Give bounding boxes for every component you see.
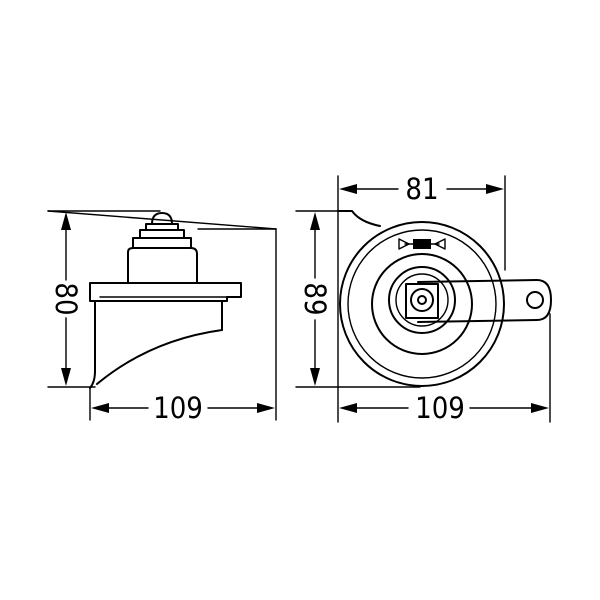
front-height-label: 89 (298, 282, 332, 315)
front-diameter-label: 81 (405, 172, 438, 206)
connector-cap-top (151, 212, 173, 225)
side-width-arrow-left (91, 403, 109, 413)
symbol-left-wedge (398, 238, 410, 250)
side-height-label: 80 (49, 282, 83, 315)
diaphragm-ring (371, 253, 473, 355)
front-height-dimension: 89 (298, 212, 332, 386)
center-boss-inner (395, 273, 449, 327)
mounting-flange (89, 282, 242, 302)
bracket-hole (526, 291, 544, 309)
front-width-label: 109 (415, 391, 465, 425)
connector-cap-ring-3 (132, 237, 192, 249)
center-boss-outer (388, 266, 456, 334)
front-width-arrow-right (531, 403, 549, 413)
trumpet-bracket (89, 300, 223, 389)
center-bolt-outer (410, 288, 434, 312)
front-width-arrow-left (339, 403, 357, 413)
symbol-right-wedge (434, 238, 446, 250)
side-width-dimension: 109 (91, 391, 275, 425)
horn-side-body (89, 212, 242, 389)
connector-symbol-icon (398, 238, 446, 250)
front-view: 81 89 109 (295, 172, 552, 425)
center-bolt-inner (417, 295, 427, 305)
front-mount-tab (337, 210, 381, 227)
side-height-arrow-top (61, 212, 71, 230)
bracket-arm (417, 279, 552, 323)
side-height-arrow-bottom (61, 368, 71, 386)
connector-cap-ring-2 (139, 229, 185, 239)
side-height-dimension: 80 (49, 212, 83, 386)
horn-housing (127, 247, 198, 284)
front-diameter-arrow-right (486, 184, 504, 194)
side-view: 80 109 (47, 210, 277, 425)
front-diameter-arrow-left (339, 184, 357, 194)
rim-inner-ring (347, 229, 497, 379)
front-diameter-dimension: 81 (339, 172, 504, 206)
side-width-arrow-right (257, 403, 275, 413)
outer-rim (339, 221, 505, 387)
front-height-arrow-bottom (310, 368, 320, 386)
side-top-extension-line (47, 210, 277, 230)
front-height-arrow-top (310, 212, 320, 230)
side-width-label: 109 (153, 391, 203, 425)
horn-front-body (337, 210, 552, 387)
front-width-dimension: 109 (339, 391, 549, 425)
